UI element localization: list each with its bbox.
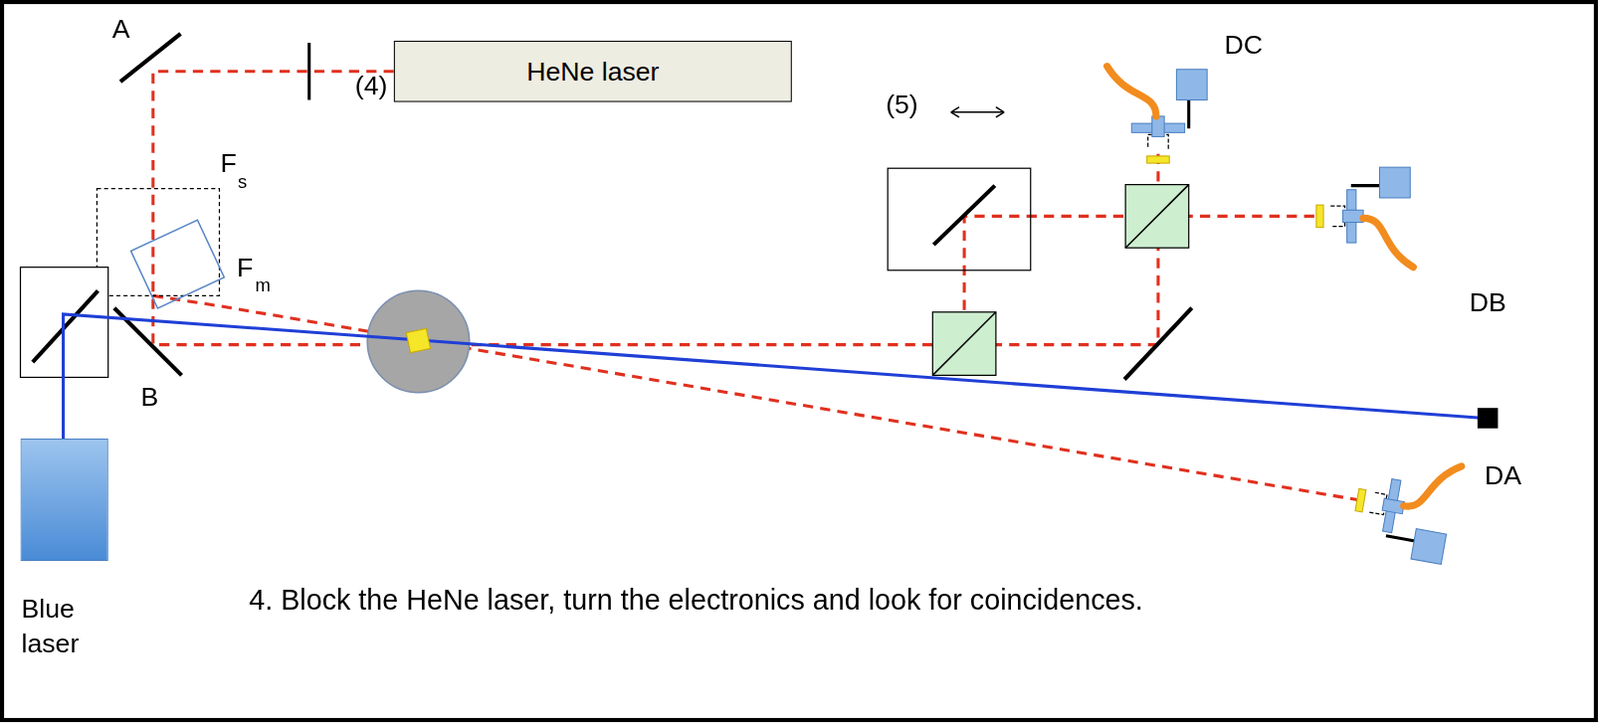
callout-number: (5) [885, 89, 919, 121]
subscript: m [254, 275, 270, 297]
blue-mirror [32, 290, 99, 363]
callout-number: (4) [355, 71, 389, 103]
stage-arrow [951, 107, 1004, 118]
pump-beam [63, 314, 1486, 439]
beam-splitter [1125, 185, 1190, 249]
translation-stage [887, 168, 1031, 271]
filter-label: F [220, 149, 237, 181]
flip-mirror [131, 219, 225, 309]
detector-label: DC [1224, 30, 1264, 62]
beam-dump [1477, 407, 1499, 429]
delay-mirror [933, 186, 996, 245]
bbo-crystal [405, 328, 430, 353]
detector-label: DA [1484, 461, 1522, 493]
laser-label: Blue laser [21, 593, 114, 662]
beam-splitter [932, 312, 997, 377]
subscript: s [237, 171, 247, 193]
detector-b [1316, 167, 1413, 267]
filter-label: F [236, 252, 253, 284]
instruction-note: 4. Block the HeNe laser, turn the electr… [248, 573, 1290, 629]
fold-mirror [1124, 308, 1193, 381]
detector-label: DB [1469, 287, 1507, 319]
laser-label: HeNe laser [526, 55, 659, 88]
mirror-label: A [112, 13, 131, 45]
flip-mirror-region [96, 189, 219, 297]
laser-box: Blue laser [20, 438, 109, 562]
wave-plate [307, 42, 311, 100]
red-beams [153, 71, 1358, 501]
detector-a [1348, 449, 1461, 566]
mirror-label: B [141, 383, 160, 414]
laser-box: HeNe laser [394, 40, 793, 103]
detector-c [1107, 66, 1207, 164]
